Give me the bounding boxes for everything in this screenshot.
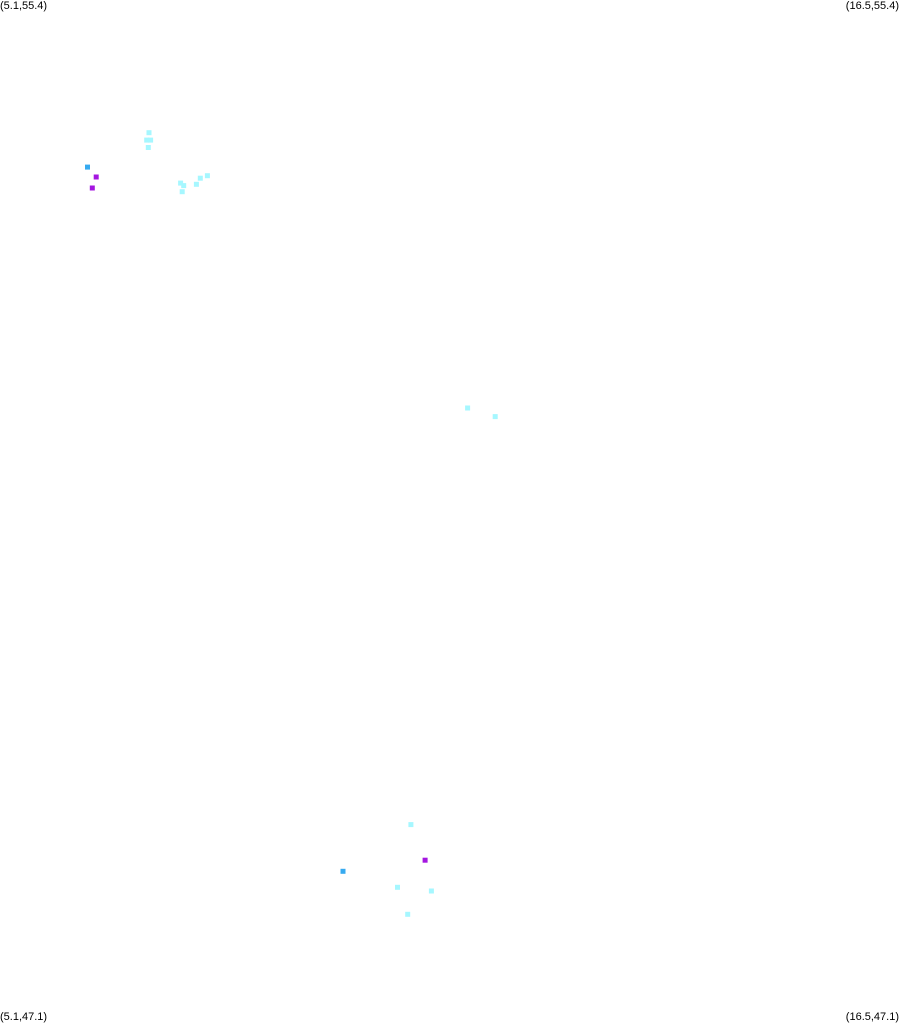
corner-coord-top-right: (16.5,55.4) xyxy=(845,0,899,12)
map-point xyxy=(492,414,498,420)
map-point xyxy=(89,185,95,191)
map-point xyxy=(85,164,90,170)
map-point xyxy=(395,884,400,890)
map-point xyxy=(465,405,471,411)
map-point xyxy=(148,137,154,143)
map-point xyxy=(340,868,346,874)
map-point xyxy=(405,911,411,917)
map-point xyxy=(146,130,152,136)
corner-coord-bottom-right: (16.5,47.1) xyxy=(845,1011,899,1023)
map-point xyxy=(181,183,187,189)
points-layer xyxy=(85,130,498,917)
map-point xyxy=(179,189,185,195)
map-point xyxy=(193,181,199,187)
map-point xyxy=(422,857,428,863)
map-point xyxy=(428,888,434,894)
map-point xyxy=(93,174,99,180)
map-point xyxy=(204,173,210,179)
map-point xyxy=(197,175,203,181)
map-point xyxy=(144,137,150,143)
corner-coord-bottom-left: (5.1,47.1) xyxy=(0,1011,48,1023)
map-point xyxy=(145,145,151,150)
map-point xyxy=(408,822,414,828)
map-point xyxy=(178,180,184,186)
corner-coord-top-left: (5.1,55.4) xyxy=(0,0,48,12)
